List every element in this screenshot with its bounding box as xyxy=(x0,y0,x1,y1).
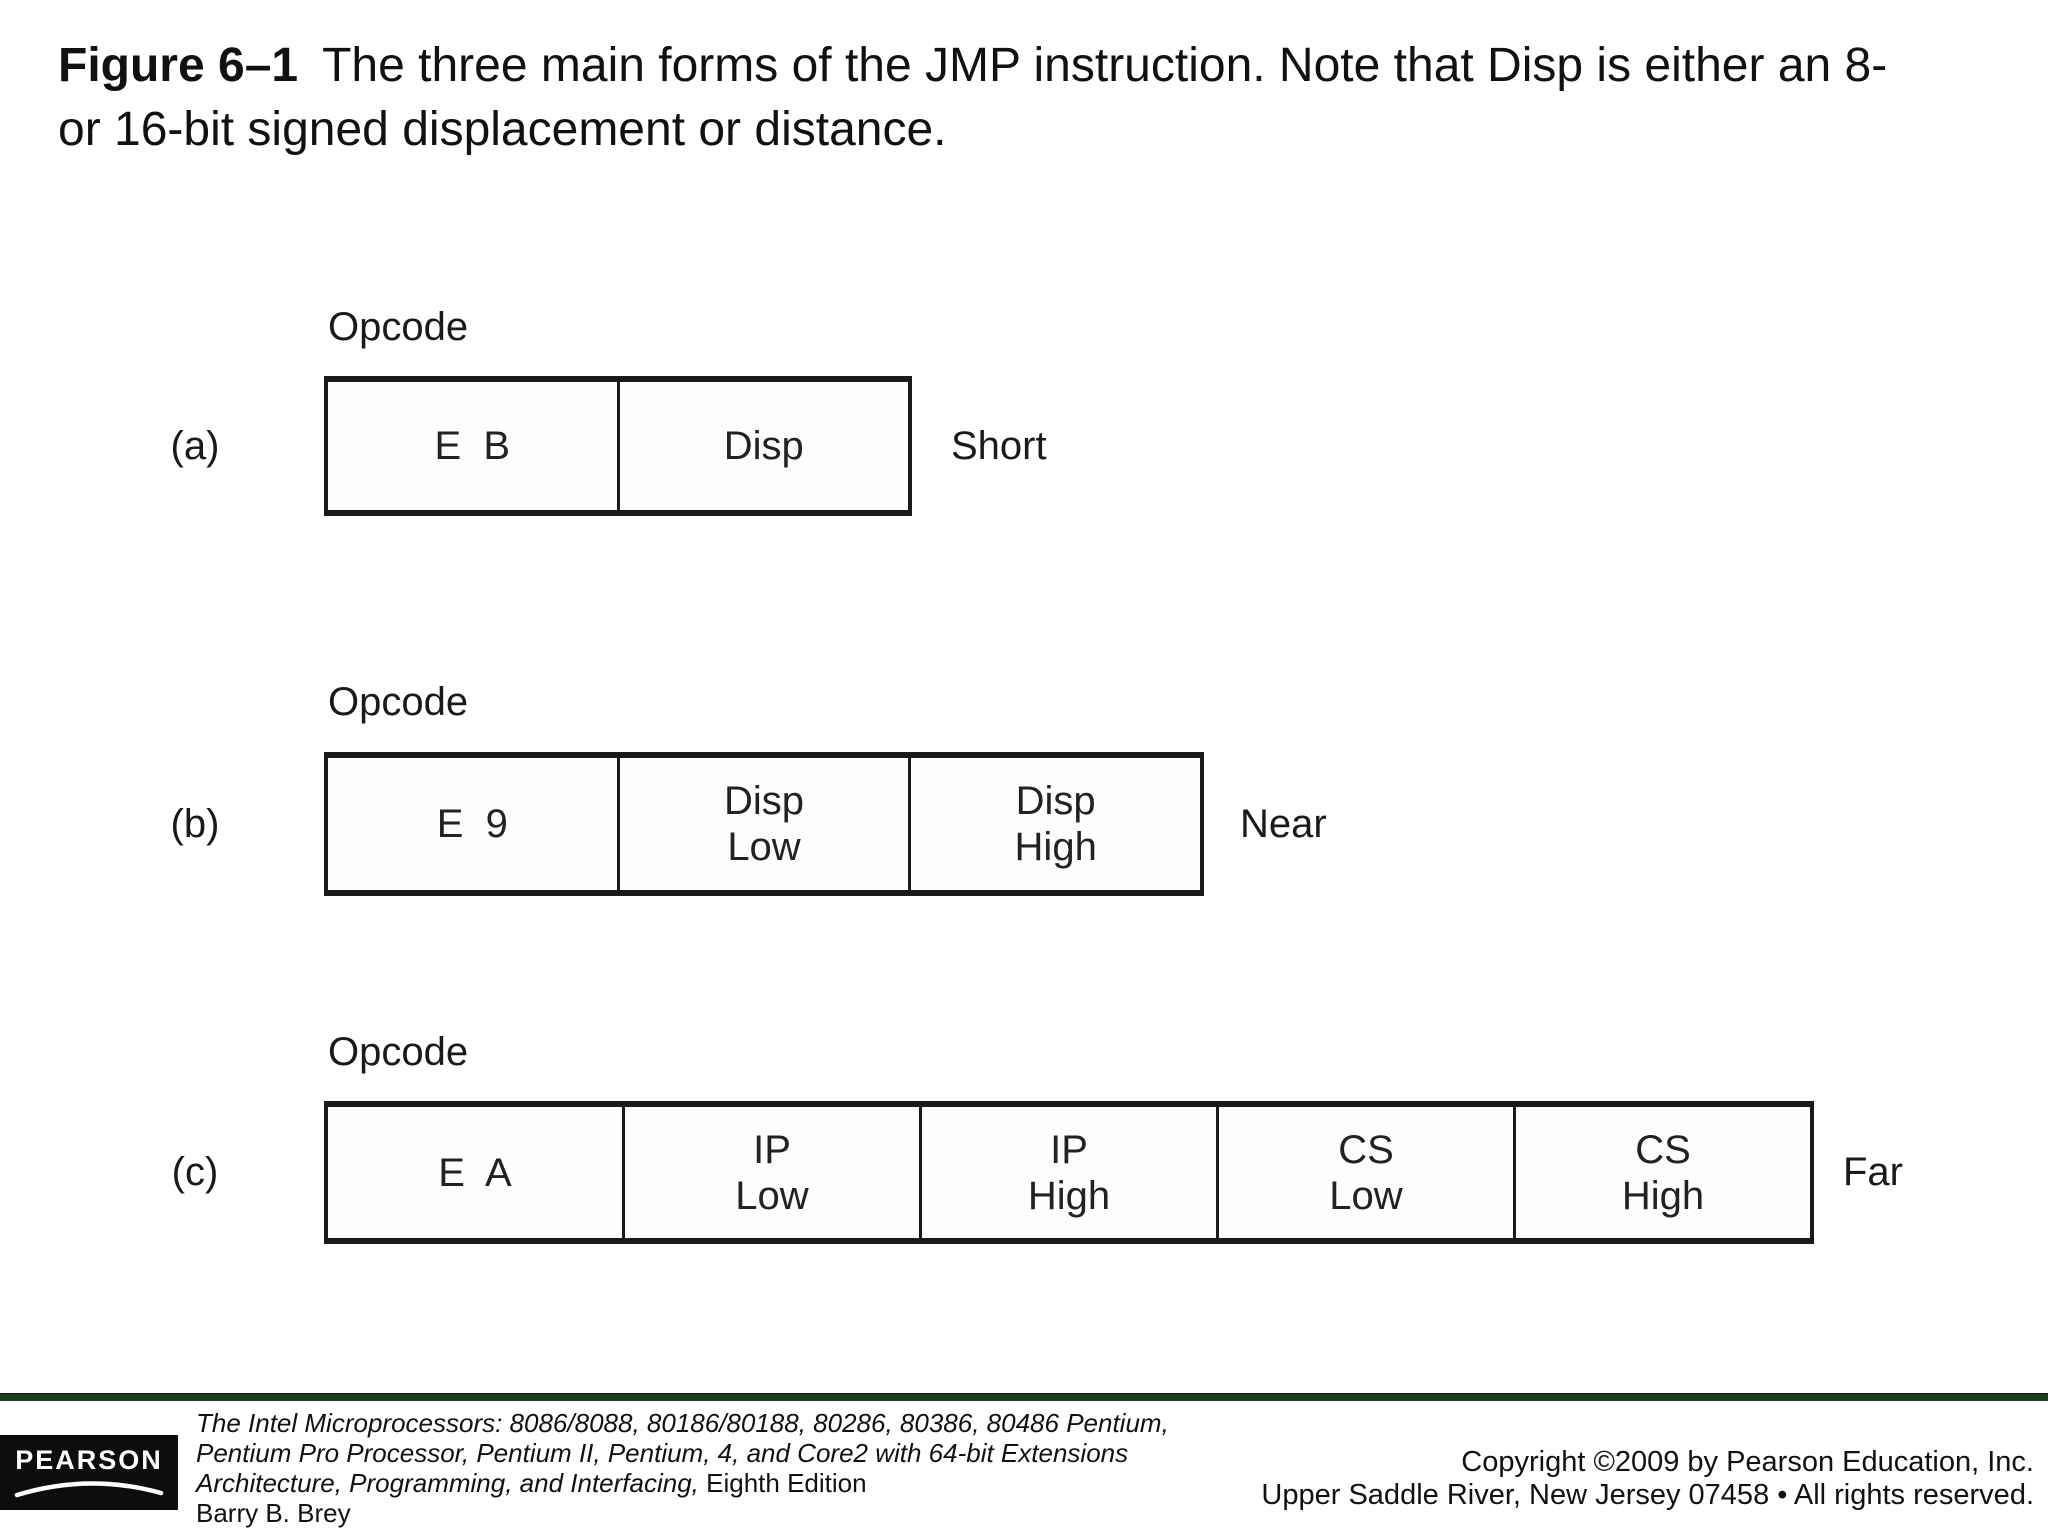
field-cell-opcode: E B xyxy=(328,382,620,510)
field-cell-disp-low: Disp Low xyxy=(620,758,912,890)
pearson-logo: PEARSON xyxy=(0,1435,178,1510)
field-cell-ip-high: IP High xyxy=(922,1107,1219,1238)
copyright-line2: Upper Saddle River, New Jersey 07458 • A… xyxy=(1261,1479,2034,1511)
field-text: E B xyxy=(434,424,511,468)
jump-type-label-near: Near xyxy=(1240,802,1327,846)
copyright-line1: Copyright ©2009 by Pearson Education, In… xyxy=(1461,1446,2034,1478)
book-info: The Intel Microprocessors: 8086/8088, 80… xyxy=(196,1408,1169,1528)
instruction-format-box-far: E A IP Low IP High CS Low CS High xyxy=(324,1101,1814,1244)
footer-divider-rule xyxy=(0,1393,2048,1401)
jump-type-label-short: Short xyxy=(951,424,1047,468)
jump-type-label-far: Far xyxy=(1843,1150,1903,1194)
field-text: Disp xyxy=(723,424,804,468)
field-cell-cs-high: CS High xyxy=(1516,1107,1810,1238)
book-edition: Eighth Edition xyxy=(698,1468,867,1498)
panel-label-b: (b) xyxy=(170,802,220,846)
copyright-notice: Copyright ©2009 by Pearson Education, In… xyxy=(1261,1446,2034,1512)
opcode-label-c: Opcode xyxy=(328,1030,469,1074)
instruction-format-box-near: E 9 Disp Low Disp High xyxy=(324,752,1204,896)
field-cell-ip-low: IP Low xyxy=(625,1107,922,1238)
field-text: Disp xyxy=(723,779,805,823)
opcode-label-a: Opcode xyxy=(328,305,469,349)
field-cell-opcode: E 9 xyxy=(328,758,620,890)
book-subtitle: Architecture, Programming, and Interfaci… xyxy=(196,1468,699,1498)
pearson-logo-text: PEARSON xyxy=(15,1445,163,1475)
field-cell-cs-low: CS Low xyxy=(1219,1107,1516,1238)
field-text: Disp xyxy=(1015,779,1096,823)
field-text: E 9 xyxy=(436,802,508,846)
figure-caption-line2: or 16-bit signed displacement or distanc… xyxy=(58,103,947,156)
field-text: IP xyxy=(1050,1127,1088,1172)
figure-caption-text: The three main forms of the JMP instruct… xyxy=(322,39,1888,92)
panel-label-c: (c) xyxy=(171,1150,219,1194)
field-text: IP xyxy=(753,1127,791,1172)
field-cell-disp: Disp xyxy=(620,382,909,510)
field-cell-opcode: E A xyxy=(328,1107,625,1238)
field-text: High xyxy=(1014,825,1097,869)
opcode-label-b: Opcode xyxy=(328,680,469,724)
pearson-swoosh-icon xyxy=(14,1481,164,1498)
book-title-line1: The Intel Microprocessors: 8086/8088, 80… xyxy=(196,1408,1169,1438)
field-text: CS xyxy=(1635,1127,1691,1172)
field-text: Low xyxy=(727,825,801,869)
field-text: E A xyxy=(438,1150,512,1195)
field-text: Low xyxy=(735,1173,809,1218)
field-text: Low xyxy=(1329,1173,1403,1218)
pearson-logo-graphic: PEARSON xyxy=(0,1435,178,1510)
field-cell-disp-high: Disp High xyxy=(911,758,1200,890)
field-text: High xyxy=(1621,1173,1705,1218)
panel-label-a: (a) xyxy=(170,424,220,468)
figure-caption-line1: Figure 6–1 The three main forms of the JM… xyxy=(58,34,2018,98)
book-title-line3: Architecture, Programming, and Interfaci… xyxy=(196,1468,1169,1498)
book-author: Barry B. Brey xyxy=(196,1498,351,1528)
figure-caption: Figure 6–1 The three main forms of the JM… xyxy=(58,34,2018,162)
field-text: CS xyxy=(1338,1127,1394,1172)
field-text: High xyxy=(1027,1173,1111,1218)
instruction-format-box-short: E B Disp xyxy=(324,376,912,516)
book-title-line2: Pentium Pro Processor, Pentium II, Penti… xyxy=(196,1438,1129,1468)
figure-number: Figure 6–1 xyxy=(58,39,299,92)
